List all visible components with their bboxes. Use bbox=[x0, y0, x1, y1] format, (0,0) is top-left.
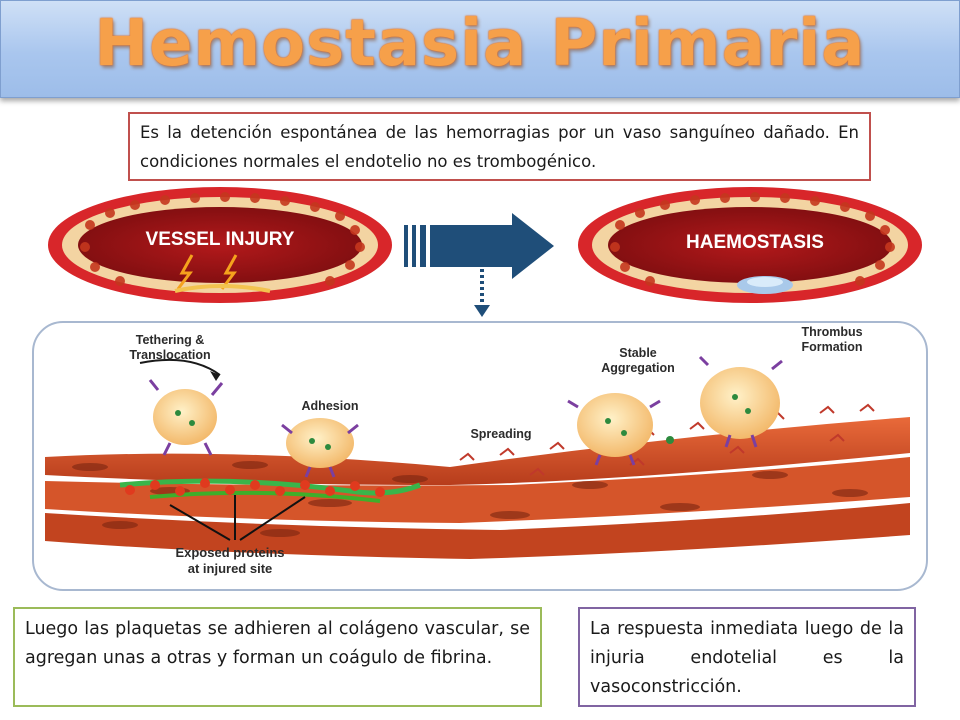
exposed-protein-pointers bbox=[169, 495, 306, 541]
slide-title: Hemostasia Primaria bbox=[94, 7, 866, 81]
platelet-adhesion bbox=[281, 418, 359, 478]
exposed-label-line2: at injured site bbox=[188, 561, 273, 576]
definition-text: Es la detención espontánea de las hemorr… bbox=[140, 123, 859, 171]
adhesion-summary-box: Luego las plaquetas se adhieren al colág… bbox=[13, 607, 542, 707]
thrombus-label-line2: Formation bbox=[801, 340, 862, 354]
vessel-injury-label: VESSEL INJURY bbox=[146, 229, 295, 250]
tethering-label-line2: Translocation bbox=[129, 348, 210, 362]
progression-arrow bbox=[404, 213, 554, 317]
vessel-injury-illustration: VESSEL INJURY bbox=[48, 187, 392, 303]
tethering-label-line1: Tethering & bbox=[136, 333, 205, 347]
adhesion-label: Adhesion bbox=[302, 399, 359, 413]
hemostasis-diagram: VESSEL INJURY bbox=[30, 185, 930, 595]
haemostasis-label: HAEMOSTASIS bbox=[686, 232, 824, 253]
vasoconstriction-box: La respuesta inmediata luego de la injur… bbox=[578, 607, 916, 707]
definition-box: Es la detención espontánea de las hemorr… bbox=[128, 112, 871, 181]
diagram-svg: VESSEL INJURY bbox=[32, 187, 928, 591]
platelet-aggregation bbox=[567, 355, 783, 466]
stable-label-line2: Aggregation bbox=[601, 361, 675, 375]
thrombus-label-line1: Thrombus bbox=[801, 325, 862, 339]
vessel-wall-tissue bbox=[45, 403, 910, 559]
vasoconstriction-text: La respuesta inmediata luego de la injur… bbox=[590, 619, 904, 697]
adhesion-summary-text: Luego las plaquetas se adhieren al colág… bbox=[25, 619, 530, 668]
stable-label-line1: Stable bbox=[619, 346, 657, 360]
platelet-tethering bbox=[139, 358, 224, 456]
title-bar: Hemostasia Primaria bbox=[0, 0, 960, 98]
spreading-label: Spreading bbox=[470, 427, 531, 441]
haemostasis-illustration: HAEMOSTASIS bbox=[578, 187, 922, 303]
exposed-label-line1: Exposed proteins bbox=[175, 545, 284, 560]
